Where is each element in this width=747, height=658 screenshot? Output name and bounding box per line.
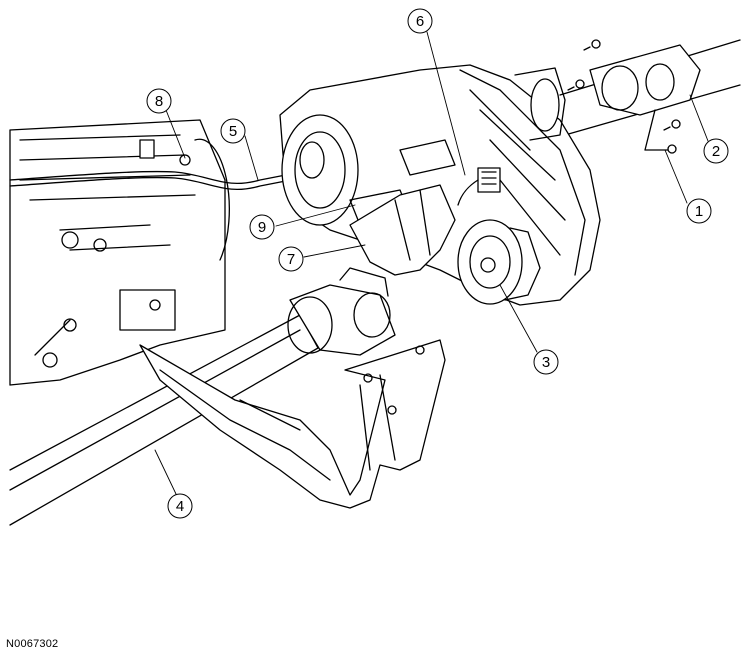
callout-number: 3 [542, 354, 550, 371]
callout-2: 2 [703, 138, 729, 164]
callout-3: 3 [533, 349, 559, 375]
shift-motor [349, 184, 456, 276]
rear-driveshaft [559, 39, 741, 154]
callout-number: 1 [695, 203, 703, 220]
electrical-connector [457, 167, 501, 206]
transmission-housing [9, 119, 230, 386]
callout-number: 6 [416, 13, 424, 30]
callout-number: 4 [176, 498, 184, 515]
callout-7: 7 [278, 246, 304, 272]
callout-number: 5 [229, 123, 237, 140]
callout-number: 2 [712, 143, 720, 160]
front-driveshaft [9, 267, 396, 526]
callout-leaders [154, 31, 709, 495]
callout-number: 9 [258, 219, 266, 236]
front-output-flange [457, 219, 541, 305]
callout-5: 5 [220, 118, 246, 144]
callout-1: 1 [686, 198, 712, 224]
callout-9: 9 [249, 214, 275, 240]
callout-6: 6 [407, 8, 433, 34]
skid-plate [139, 339, 446, 509]
callout-number: 8 [155, 93, 163, 110]
figure-id-label: N0067302 [6, 638, 59, 650]
callout-8: 8 [146, 88, 172, 114]
callout-4: 4 [167, 493, 193, 519]
callout-number: 7 [287, 251, 295, 268]
